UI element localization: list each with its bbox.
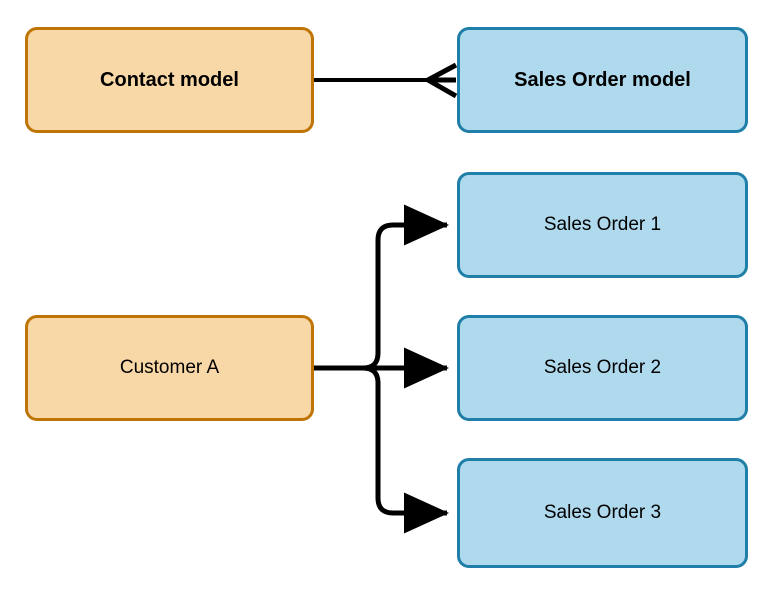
node-sales-order-1[interactable]: Sales Order 1 [457, 172, 748, 278]
node-contact-model[interactable]: Contact model [25, 27, 314, 133]
crows-foot-icon [426, 62, 458, 99]
edge-customer-to-order-3 [314, 365, 449, 534]
edge-contact-to-sales-order-model [314, 62, 458, 99]
node-sales-order-1-label: Sales Order 1 [543, 213, 662, 235]
node-sales-order-model-label: Sales Order model [514, 69, 691, 91]
node-sales-order-2-label: Sales Order 2 [543, 356, 662, 378]
node-contact-model-label: Contact model [100, 69, 239, 91]
node-sales-order-3[interactable]: Sales Order 3 [457, 458, 748, 568]
node-customer-a-label: Customer A [119, 356, 220, 378]
node-customer-a[interactable]: Customer A [25, 315, 314, 421]
node-sales-order-2[interactable]: Sales Order 2 [457, 315, 748, 421]
edge-customer-to-order-1 [314, 204, 449, 371]
node-sales-order-3-label: Sales Order 3 [543, 501, 662, 523]
node-sales-order-model[interactable]: Sales Order model [457, 27, 748, 133]
